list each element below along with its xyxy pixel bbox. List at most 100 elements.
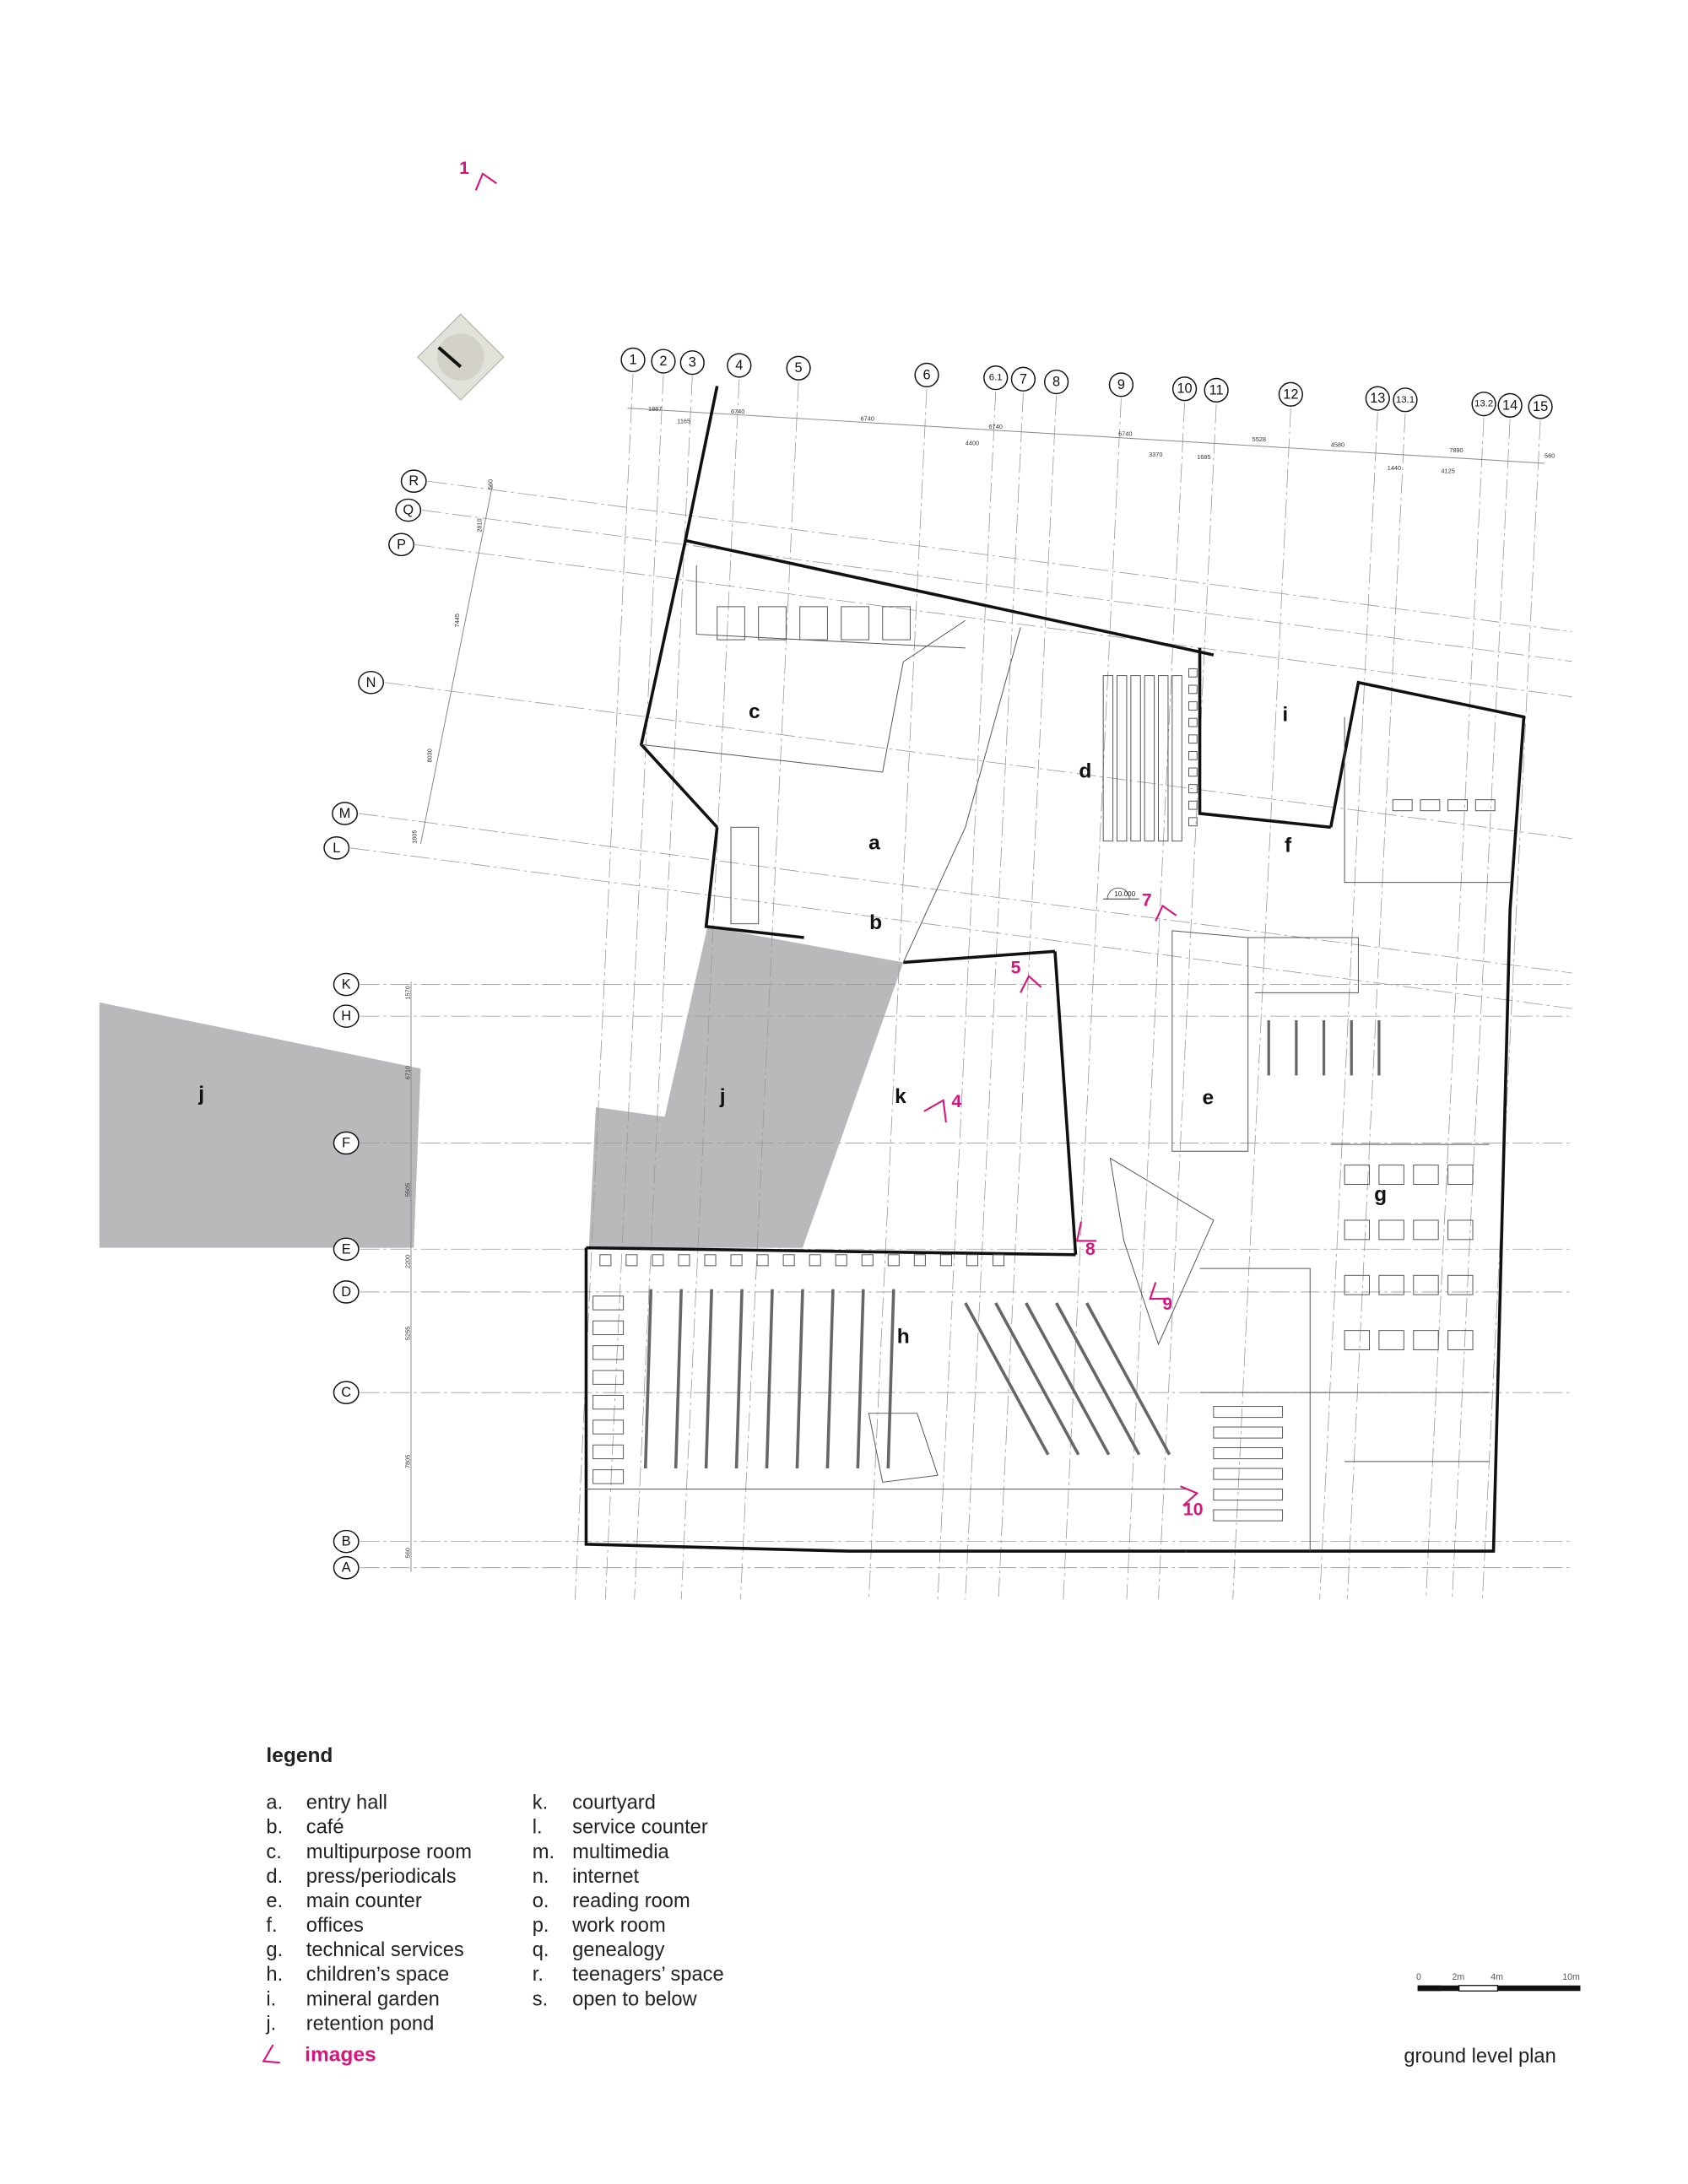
dimension-label: 1165 xyxy=(677,418,690,425)
grid-bubble-column-5: 5 xyxy=(786,355,811,381)
grid-line-column xyxy=(634,376,693,1600)
grid-line-column xyxy=(998,395,1058,1600)
room-label-a: a xyxy=(868,831,880,854)
legend-item: l.service counter xyxy=(533,1817,708,1839)
image-marker-8: 8 xyxy=(1075,1221,1096,1259)
scale-tick-2m: 2m xyxy=(1453,1972,1465,1982)
column-label: 1 xyxy=(629,352,636,367)
image-marker-9: 9 xyxy=(1149,1282,1172,1314)
column-label: 6 xyxy=(922,367,930,382)
dimension-label: 4580 xyxy=(1331,441,1344,448)
legend-label: mineral garden xyxy=(306,1988,440,2010)
grid-line-column xyxy=(965,392,1024,1600)
grid-bubble-row-B: B xyxy=(333,1529,360,1554)
row-label: C xyxy=(341,1385,351,1400)
image-marker-1: 1 xyxy=(459,159,497,191)
legend-key: j. xyxy=(265,2013,276,2035)
legend-label: work room xyxy=(571,1915,666,1937)
image-marker-5: 5 xyxy=(1011,958,1042,993)
legend-item: a.entry hall xyxy=(266,1792,387,1814)
row-label: R xyxy=(408,473,419,489)
column-label: 15 xyxy=(1533,399,1548,414)
column-label: 7 xyxy=(1020,371,1027,387)
legend-label: retention pond xyxy=(306,2013,434,2035)
column-label: 13 xyxy=(1370,391,1385,406)
grid-line-column xyxy=(868,388,928,1600)
grid-line-column xyxy=(680,379,740,1600)
legend-key: p. xyxy=(533,1915,549,1937)
legend-label: genealogy xyxy=(572,1939,664,1961)
column-label: 11 xyxy=(1209,382,1224,397)
view-angle-icon xyxy=(1075,1221,1096,1242)
grid-line-row xyxy=(414,543,1572,698)
grid-line-row xyxy=(358,813,1572,974)
legend-item: p. work room xyxy=(533,1915,666,1937)
scale-tick-10m: 10m xyxy=(1562,1972,1580,1982)
row-label: N xyxy=(366,675,376,690)
row-label: F xyxy=(342,1135,350,1150)
legend-label: entry hall xyxy=(306,1792,387,1814)
view-angle-icon xyxy=(1180,1485,1199,1506)
grid-bubble-row-H: H xyxy=(333,1004,360,1028)
legend-key: o. xyxy=(533,1890,549,1912)
view-angle-icon xyxy=(923,1099,947,1123)
legend-label: main counter xyxy=(306,1890,422,1912)
dimension-label: 560 xyxy=(486,479,494,489)
dimension-label: 1805 xyxy=(411,830,419,844)
image-marker-number: 4 xyxy=(951,1092,961,1111)
dimension-label: 1440 xyxy=(1388,464,1401,472)
legend-key: q. xyxy=(533,1939,549,1961)
legend-key: c. xyxy=(266,1841,281,1863)
grid-line-column xyxy=(574,373,634,1600)
dimension-label: 2810 xyxy=(475,518,483,532)
row-label: L xyxy=(333,841,340,856)
grid-bubble-column-10: 10 xyxy=(1171,376,1198,402)
legend-key: f. xyxy=(266,1915,277,1937)
legend-label: open to below xyxy=(572,1988,697,2010)
legend-item: k.courtyard xyxy=(533,1792,656,1814)
image-marker-number: 8 xyxy=(1085,1240,1096,1259)
column-label: 14 xyxy=(1502,397,1518,413)
legend-label: press/periodicals xyxy=(306,1866,457,1888)
image-marker-number: 10 xyxy=(1183,1500,1204,1520)
dimension-label: 2200 xyxy=(403,1255,411,1268)
dimension-label: 6740 xyxy=(731,408,744,415)
dimension-label: 1685 xyxy=(1197,453,1210,461)
row-label: E xyxy=(342,1241,351,1257)
legend-item: n.internet xyxy=(533,1866,640,1888)
room-label-k: k xyxy=(895,1085,906,1108)
column-label: 6.1 xyxy=(989,373,1003,383)
legend-item: q. genealogy xyxy=(533,1939,665,1961)
dimension-label: 6710 xyxy=(403,1066,411,1079)
legend-item: g.technical services xyxy=(266,1939,463,1961)
column-label: 10 xyxy=(1177,381,1192,397)
legend-item: r.teenagers’ space xyxy=(533,1964,724,1986)
row-label: H xyxy=(341,1008,351,1024)
grid-line-column xyxy=(1452,419,1511,1600)
legend-item: d.press/periodicals xyxy=(266,1866,456,1888)
column-label: 13.1 xyxy=(1396,395,1415,405)
plan-title: ground level plan xyxy=(1404,2046,1555,2068)
legend-label: children’s space xyxy=(306,1964,449,1986)
grid-bubble-column-7: 7 xyxy=(1010,366,1036,392)
dimension-label: 1570 xyxy=(403,986,411,999)
image-marker-10: 10 xyxy=(1180,1485,1204,1520)
room-label-j: j xyxy=(719,1085,726,1108)
dimension-label: 5255 xyxy=(403,1327,411,1340)
grid-line-column xyxy=(937,391,997,1600)
grid-bubble-row-K: K xyxy=(333,972,360,997)
grid-bubble-column-12: 12 xyxy=(1278,381,1303,407)
furniture xyxy=(592,606,1496,1522)
grid-line-row xyxy=(427,480,1572,633)
image-markers: 1 4 5 7 8 9 10 xyxy=(459,159,1203,1520)
room-label-d: d xyxy=(1079,760,1091,782)
dimension-label: 6740 xyxy=(989,423,1003,430)
grid-line-row xyxy=(421,510,1572,662)
grid-bubble-row-R: R xyxy=(400,469,427,494)
legend-item: c.multipurpose room xyxy=(266,1841,472,1863)
room-label-e: e xyxy=(1203,1087,1215,1110)
grid-line-column xyxy=(1232,408,1291,1600)
legend-item: h.children’s space xyxy=(266,1964,449,1986)
